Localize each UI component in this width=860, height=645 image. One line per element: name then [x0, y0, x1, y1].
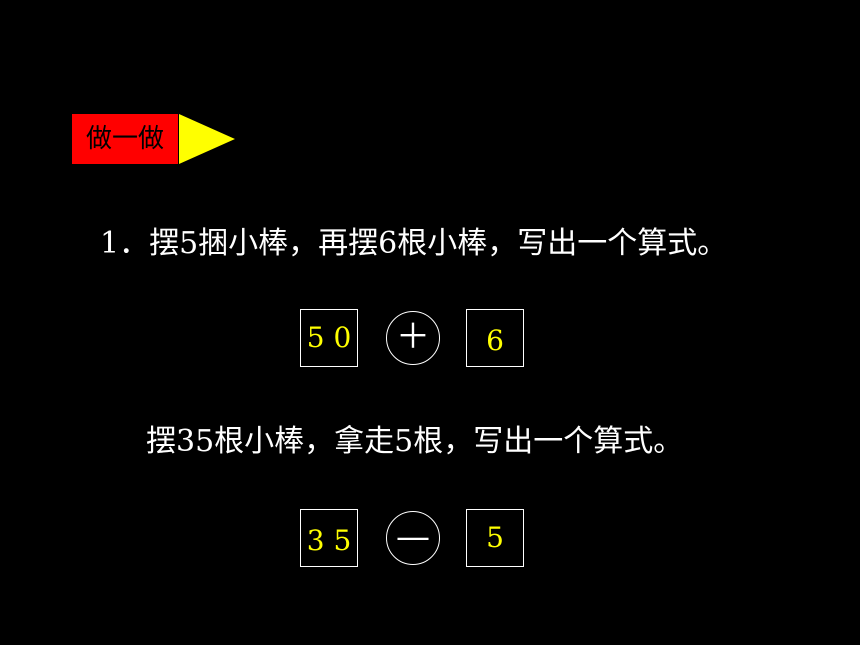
exercise-1-operator: ＋: [386, 311, 440, 365]
arrow-right-icon: [179, 114, 235, 164]
exercise-2-left-operand: 3 5: [300, 509, 358, 567]
exercise-2-operator: —: [386, 511, 440, 565]
exercise-2-right-operand: 5: [466, 509, 524, 567]
exercise-1-right-operand: 6: [466, 309, 524, 367]
exercise-1-left-operand: 5 0: [300, 309, 358, 367]
activity-badge: 做一做: [72, 114, 178, 164]
exercise-1-prompt: 1．摆5捆小棒，再摆6根小棒，写出一个算式。: [100, 226, 728, 261]
exercise-2-prompt: 摆35根小棒，拿走5根，写出一个算式。: [146, 424, 684, 459]
